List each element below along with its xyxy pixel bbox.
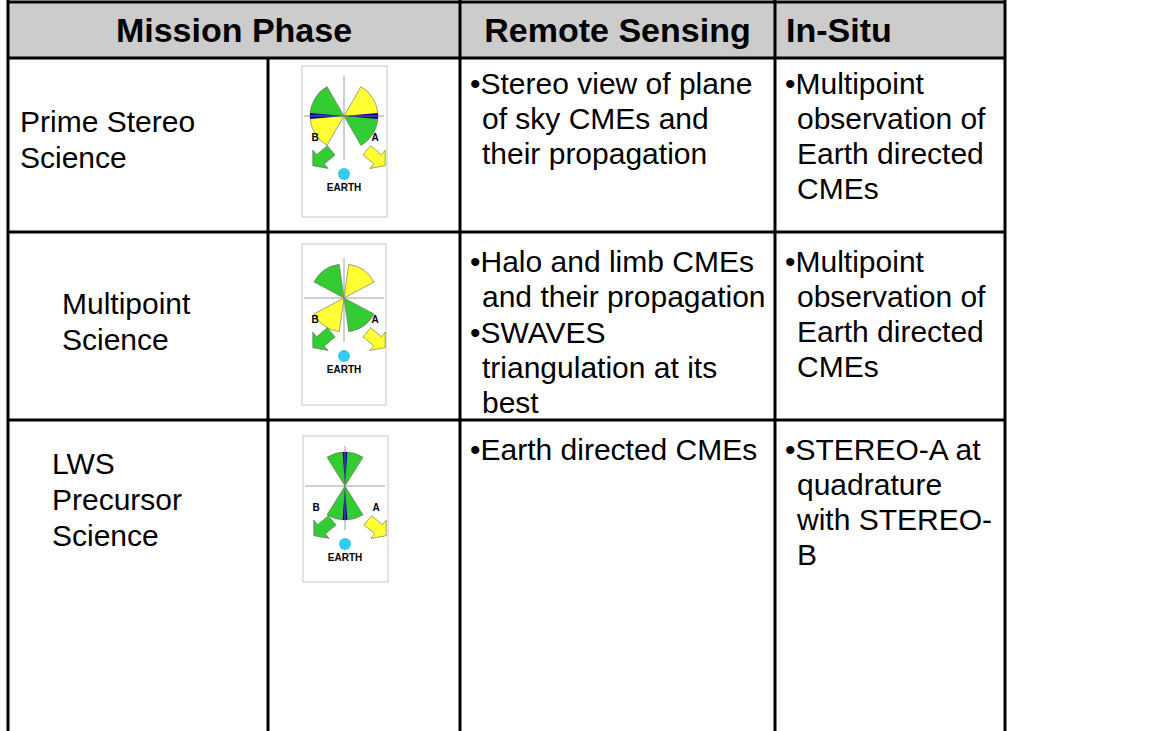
table-cell: •Earth directed CMEs bbox=[470, 432, 770, 467]
icon-frame bbox=[302, 66, 387, 217]
orbit-icon bbox=[305, 446, 394, 550]
earth-dot bbox=[338, 168, 350, 180]
spacecraft-arrow bbox=[359, 323, 393, 357]
spacecraft-arrow bbox=[359, 141, 393, 175]
table-cell: •STEREO-A at quadrature with STEREO-B bbox=[785, 432, 1000, 572]
spacecraft-letter: A bbox=[371, 502, 381, 513]
spacecraft-arrow bbox=[305, 141, 339, 175]
table-cell: •Halo and limb CMEs and their propagatio… bbox=[470, 244, 770, 314]
table-lines bbox=[8, 0, 1005, 731]
spacecraft-arrow bbox=[305, 323, 339, 357]
phase-name: Multipoint Science bbox=[62, 286, 252, 358]
view-wedge bbox=[344, 264, 374, 298]
view-wedge bbox=[344, 298, 374, 332]
icon-frame bbox=[302, 244, 386, 405]
spacecraft-letter: B bbox=[310, 132, 320, 143]
column-header: Remote Sensing bbox=[460, 2, 775, 58]
earth-label: EARTH bbox=[322, 182, 366, 193]
table-cell: •Multipoint observation of Earth directe… bbox=[785, 66, 1000, 206]
earth-dot bbox=[338, 350, 350, 362]
orbit-icon bbox=[304, 258, 393, 362]
view-wedge bbox=[314, 264, 344, 298]
table-cell: •Stereo view of plane of sky CMEs and th… bbox=[470, 66, 770, 171]
view-wedge bbox=[310, 87, 344, 116]
header-band bbox=[8, 2, 1005, 58]
axis-line bbox=[345, 446, 346, 530]
earth-dot bbox=[339, 538, 351, 550]
spacecraft-arrow bbox=[360, 511, 394, 545]
spacecraft-letter: A bbox=[370, 132, 380, 143]
column-header: Mission Phase bbox=[8, 2, 460, 58]
phase-name: Prime Stereo Science bbox=[20, 104, 260, 176]
view-wedge bbox=[344, 87, 378, 116]
icon-frame bbox=[303, 436, 388, 582]
earth-label: EARTH bbox=[323, 552, 367, 563]
spacecraft-letter: B bbox=[310, 314, 320, 325]
axis-line bbox=[344, 76, 345, 160]
table-cell: •SWAVES triangulation at its best bbox=[470, 315, 770, 420]
spacecraft-letter: B bbox=[311, 502, 321, 513]
view-wedge bbox=[310, 116, 344, 145]
spacecraft-arrow bbox=[306, 511, 340, 545]
column-header: In-Situ bbox=[786, 2, 996, 58]
phase-name: LWS Precursor Science bbox=[52, 446, 212, 554]
orbit-icon bbox=[304, 76, 393, 180]
table-cell: •Multipoint observation of Earth directe… bbox=[785, 244, 1000, 384]
axis-line bbox=[344, 258, 345, 342]
earth-label: EARTH bbox=[322, 364, 366, 375]
spacecraft-letter: A bbox=[370, 314, 380, 325]
